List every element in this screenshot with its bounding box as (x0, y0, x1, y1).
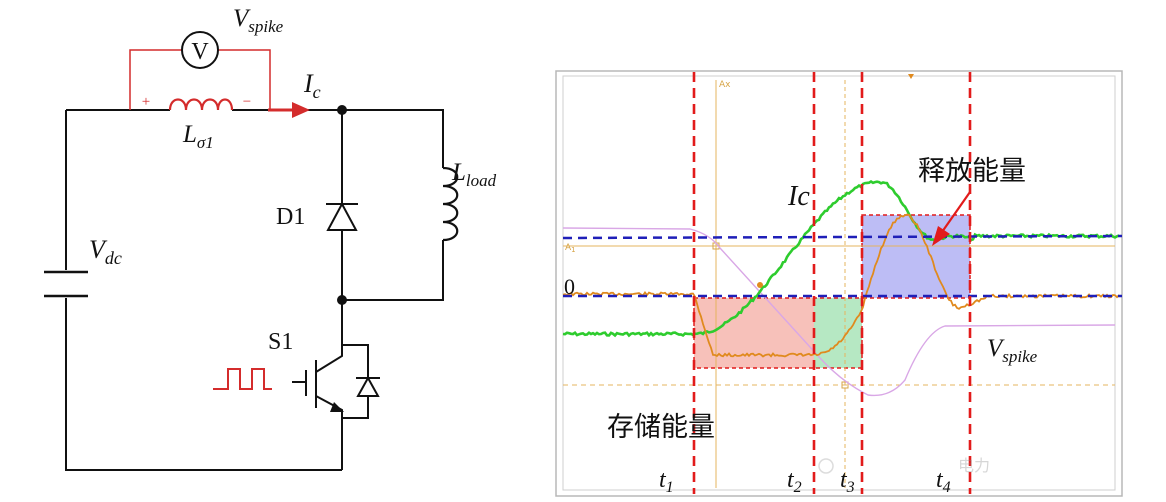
ic-trace (562, 179, 1120, 338)
time-label-t4: t4 (936, 467, 951, 496)
scope-screenshot: Ax A1 0 Ic 释放能量 存储能量 Vspike (555, 70, 1123, 497)
release-energy-label: 释放能量 (918, 156, 1026, 187)
time-label-t1: t1 (659, 467, 674, 496)
voltmeter-symbol: V (191, 39, 209, 65)
cursor-ax-label: Ax (719, 80, 731, 90)
voltmeter-loop (129, 49, 271, 110)
time-marker-lines (692, 72, 972, 494)
zero-label: 0 (564, 274, 575, 299)
store-energy-area-green (814, 298, 862, 368)
capacitor-vdc (44, 270, 88, 298)
label-ic-circuit: Ic (303, 69, 321, 102)
cursor-a1-label: A1 (565, 243, 576, 254)
voltmeter-circle (181, 31, 219, 69)
time-label-t3: t3 (840, 467, 855, 496)
trigger-marker-icon (908, 74, 914, 79)
label-lload: Lload (451, 159, 497, 190)
inductor-lsigma (168, 98, 234, 111)
vspike-trace (562, 227, 1116, 397)
trace-intersection-dot (757, 282, 763, 288)
label-vdc: Vdc (89, 235, 122, 268)
junction-dot-top (337, 105, 347, 115)
watermark-text: 电力 (958, 456, 990, 475)
gate-pulse-icon (213, 368, 272, 390)
time-label-t2: t2 (787, 467, 802, 496)
plus-sign: + (142, 94, 150, 110)
watermark: 电力 (818, 456, 990, 475)
blue-dash-upper (562, 234, 1123, 240)
ic-label: Ic (787, 181, 810, 212)
release-energy-area (862, 215, 970, 298)
igbt-emitter-arrow-icon (330, 402, 344, 412)
store-energy-label: 存储能量 (607, 412, 715, 443)
label-vspike-circuit: Vspike (233, 5, 284, 36)
wire-left (65, 110, 342, 471)
label-lsigma: Lσ1 (182, 121, 214, 152)
release-arrow (932, 191, 971, 246)
cursor-b-marker-icon (841, 381, 849, 389)
inductor-lload (442, 166, 459, 242)
vspike-scope-label: Vspike (987, 335, 1038, 366)
store-energy-area (694, 298, 814, 368)
junction-dot-mid (337, 295, 347, 305)
wire-top (66, 109, 444, 168)
minus-sign: − (243, 94, 251, 110)
scope-inner-frame (562, 75, 1116, 491)
current-arrow-ic (268, 102, 310, 118)
diode-d1 (326, 201, 358, 231)
circuit-diagram (65, 109, 444, 471)
label-d1: D1 (276, 204, 305, 230)
wire-load-bottom (342, 240, 444, 301)
label-s1: S1 (268, 329, 293, 355)
scope-frame (555, 70, 1123, 497)
